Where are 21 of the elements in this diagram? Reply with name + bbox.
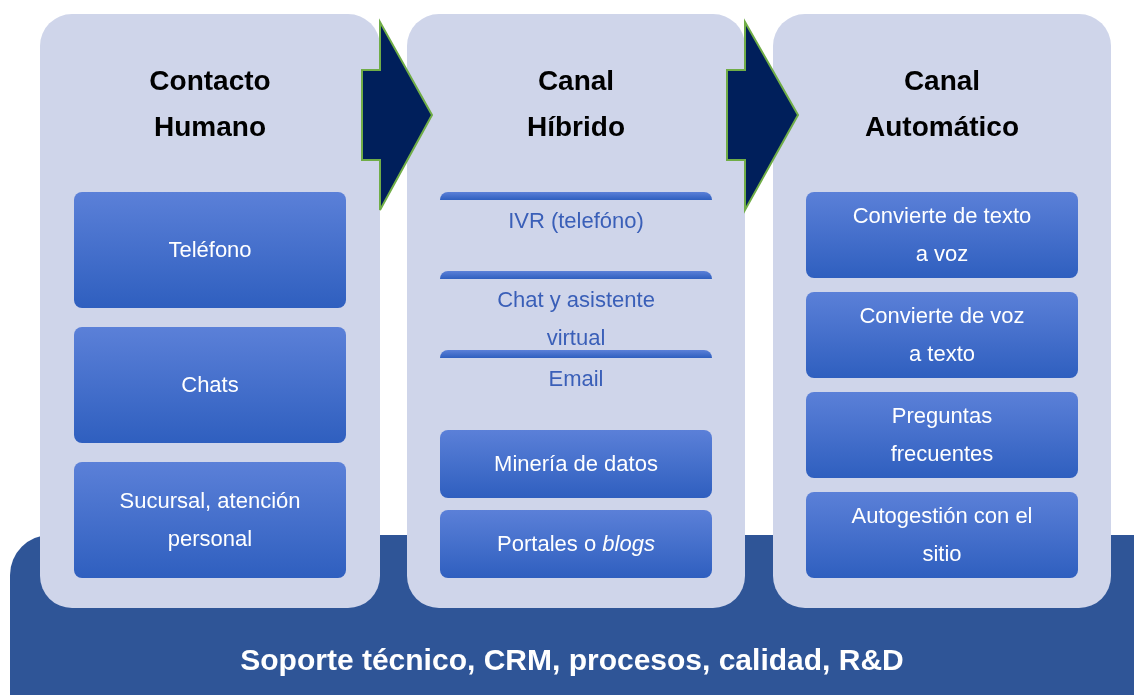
item-box: Preguntas frecuentes — [806, 392, 1078, 478]
channel-panel — [40, 14, 380, 608]
item-box: Sucursal, atención personal — [74, 462, 346, 578]
item-label: Chat y asistente virtual — [440, 271, 712, 347]
item-box: Convierte de texto a voz — [806, 192, 1078, 278]
block-arrow — [726, 18, 800, 214]
panel-heading: Contacto Humano — [148, 64, 272, 144]
channel-panel — [773, 14, 1111, 608]
channel-panel — [407, 14, 745, 608]
block-arrow — [361, 18, 434, 211]
item-box: Chats — [74, 327, 346, 443]
panel-heading: Canal Híbrido — [526, 64, 626, 144]
panel-heading: Canal Automático — [864, 64, 1020, 144]
item-box: Portales o blogs — [440, 510, 712, 578]
item-box: Teléfono — [74, 192, 346, 308]
item-label: IVR (telefóno) — [440, 192, 712, 268]
band-label: Soporte técnico, CRM, procesos, calidad, R&D — [239, 643, 905, 677]
item-box: Autogestión con el sitio — [806, 492, 1078, 578]
item-box: Convierte de voz a texto — [806, 292, 1078, 378]
item-box: Minería de datos — [440, 430, 712, 498]
item-label: Email — [440, 350, 712, 426]
